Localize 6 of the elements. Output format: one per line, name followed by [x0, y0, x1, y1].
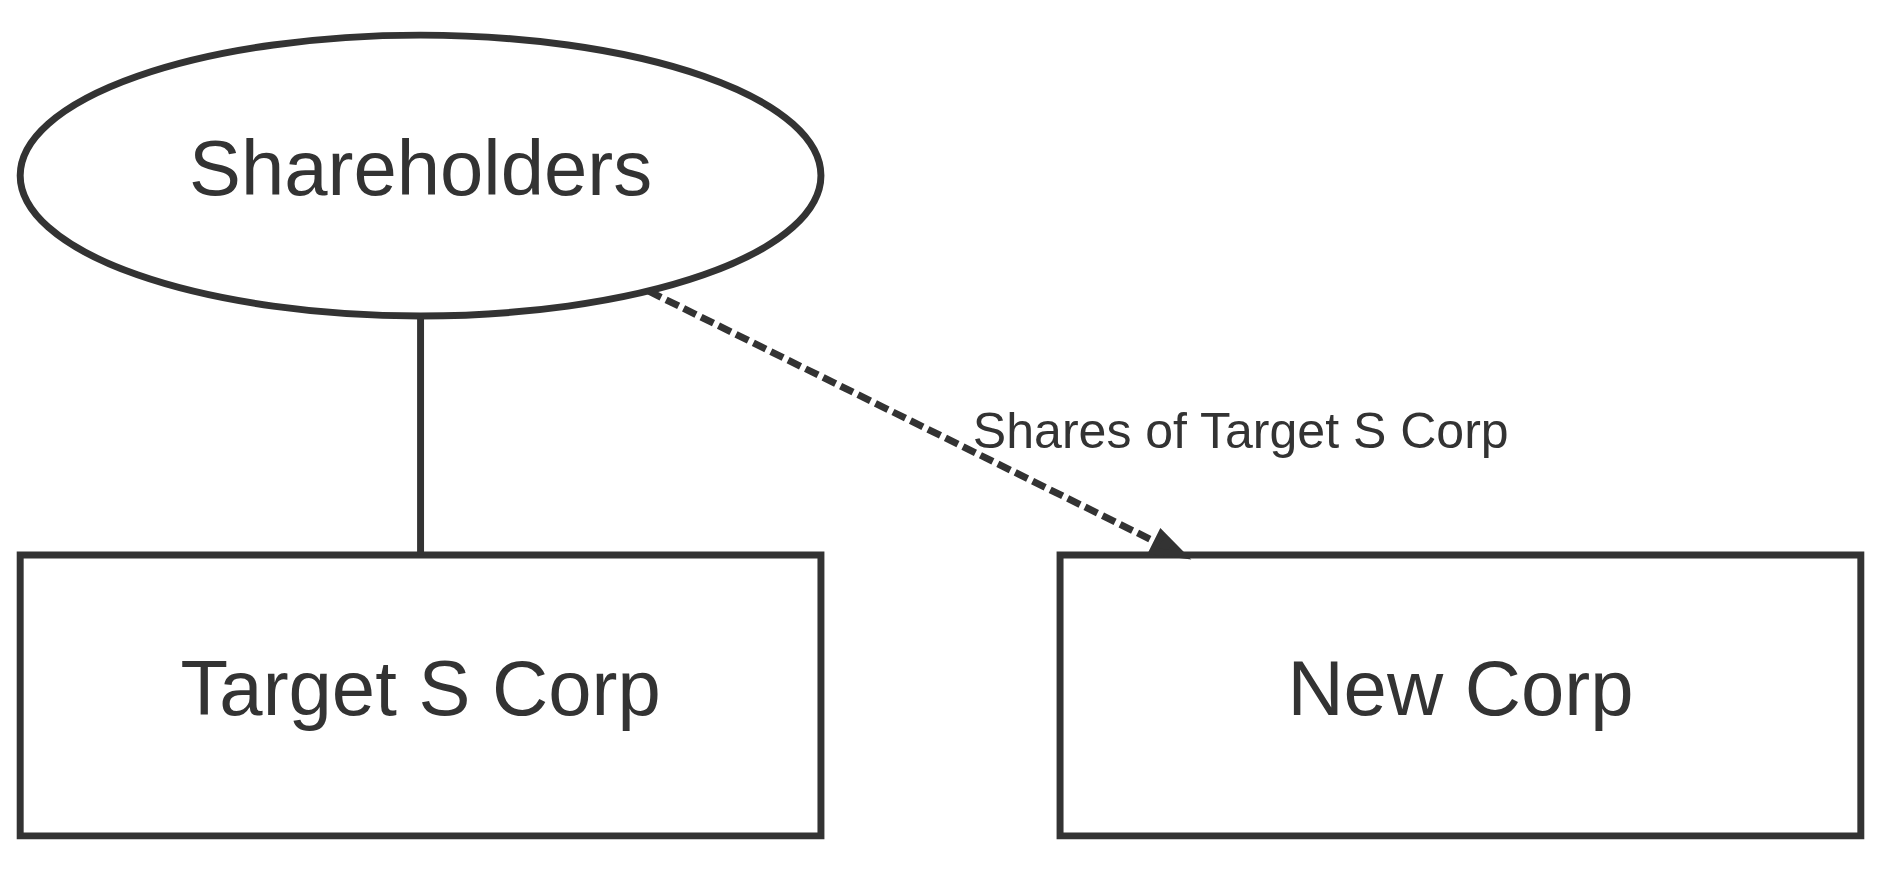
node-ellipse: Shareholders: [16, 31, 825, 320]
edge-label: Shares of Target S Corp: [972, 402, 1509, 459]
node-box: Target S Corp: [16, 551, 825, 840]
connector: [417, 316, 425, 555]
node-box: New Corp: [1056, 551, 1865, 840]
arrow: [647, 288, 1192, 560]
